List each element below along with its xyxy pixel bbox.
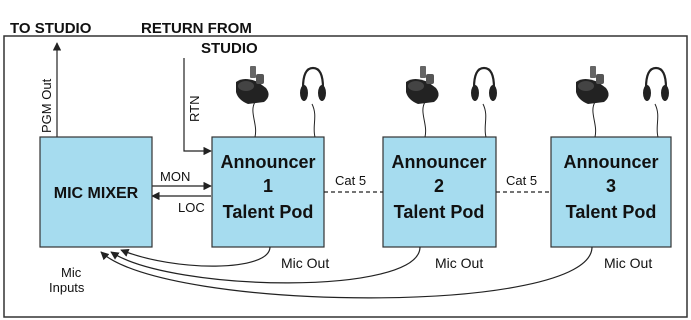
pod-1-line3: Talent Pod [223,202,314,222]
pod-3-line3: Talent Pod [566,202,657,222]
return-from-studio-label-line2: STUDIO [201,40,258,57]
pod-2-line2: 2 [434,176,444,196]
mon-label: MON [160,169,190,184]
pod-1-headphone-cable [311,103,316,138]
mic-mixer-box [39,136,153,248]
loc-label: LOC [178,200,205,215]
pod-1-line2: 1 [263,176,273,196]
mic-out-return-1 [120,246,271,267]
rtn-label: RTN [187,96,202,122]
pod-3-box [550,136,672,248]
mic-inputs-label-line1: Mic [61,265,82,280]
to-studio-label: TO STUDIO [10,20,92,37]
cat5-label-2: Cat 5 [506,173,537,188]
mic-mixer-title: MIC MIXER [54,185,139,202]
pod-3-line2: 3 [606,176,616,196]
mic-out-label-3: Mic Out [604,255,652,271]
mic-out-return-2 [110,246,421,284]
pod-3-line1: Announcer [563,152,658,172]
microphone-icon [576,66,609,104]
cat5-label-1: Cat 5 [335,173,366,188]
microphone-icon [406,66,439,104]
pod-2-line1: Announcer [391,152,486,172]
pod-1-mic-cable [252,101,257,138]
headphones-icon [471,66,497,101]
mic-inputs-label-line2: Inputs [49,280,85,295]
microphone-icon [236,66,269,104]
mic-out-label-2: Mic Out [435,255,483,271]
pod-2-line3: Talent Pod [394,202,485,222]
pod-1-line1: Announcer [220,152,315,172]
mic-out-label-1: Mic Out [281,255,329,271]
mic-out-return-3 [100,246,593,299]
pod-2-headphone-cable [482,103,487,138]
return-from-studio-label-line1: RETURN FROM [141,20,252,37]
headphones-icon [643,66,669,101]
pod-2-mic-cable [422,101,427,138]
outer-frame [3,35,688,318]
pod-1-box [211,136,325,248]
pod-3-headphone-cable [654,103,659,138]
rtn-return-line [183,58,212,156]
pgm-out-label: PGM Out [39,78,54,133]
headphones-icon [300,66,326,101]
pod-3-mic-cable [592,101,597,138]
